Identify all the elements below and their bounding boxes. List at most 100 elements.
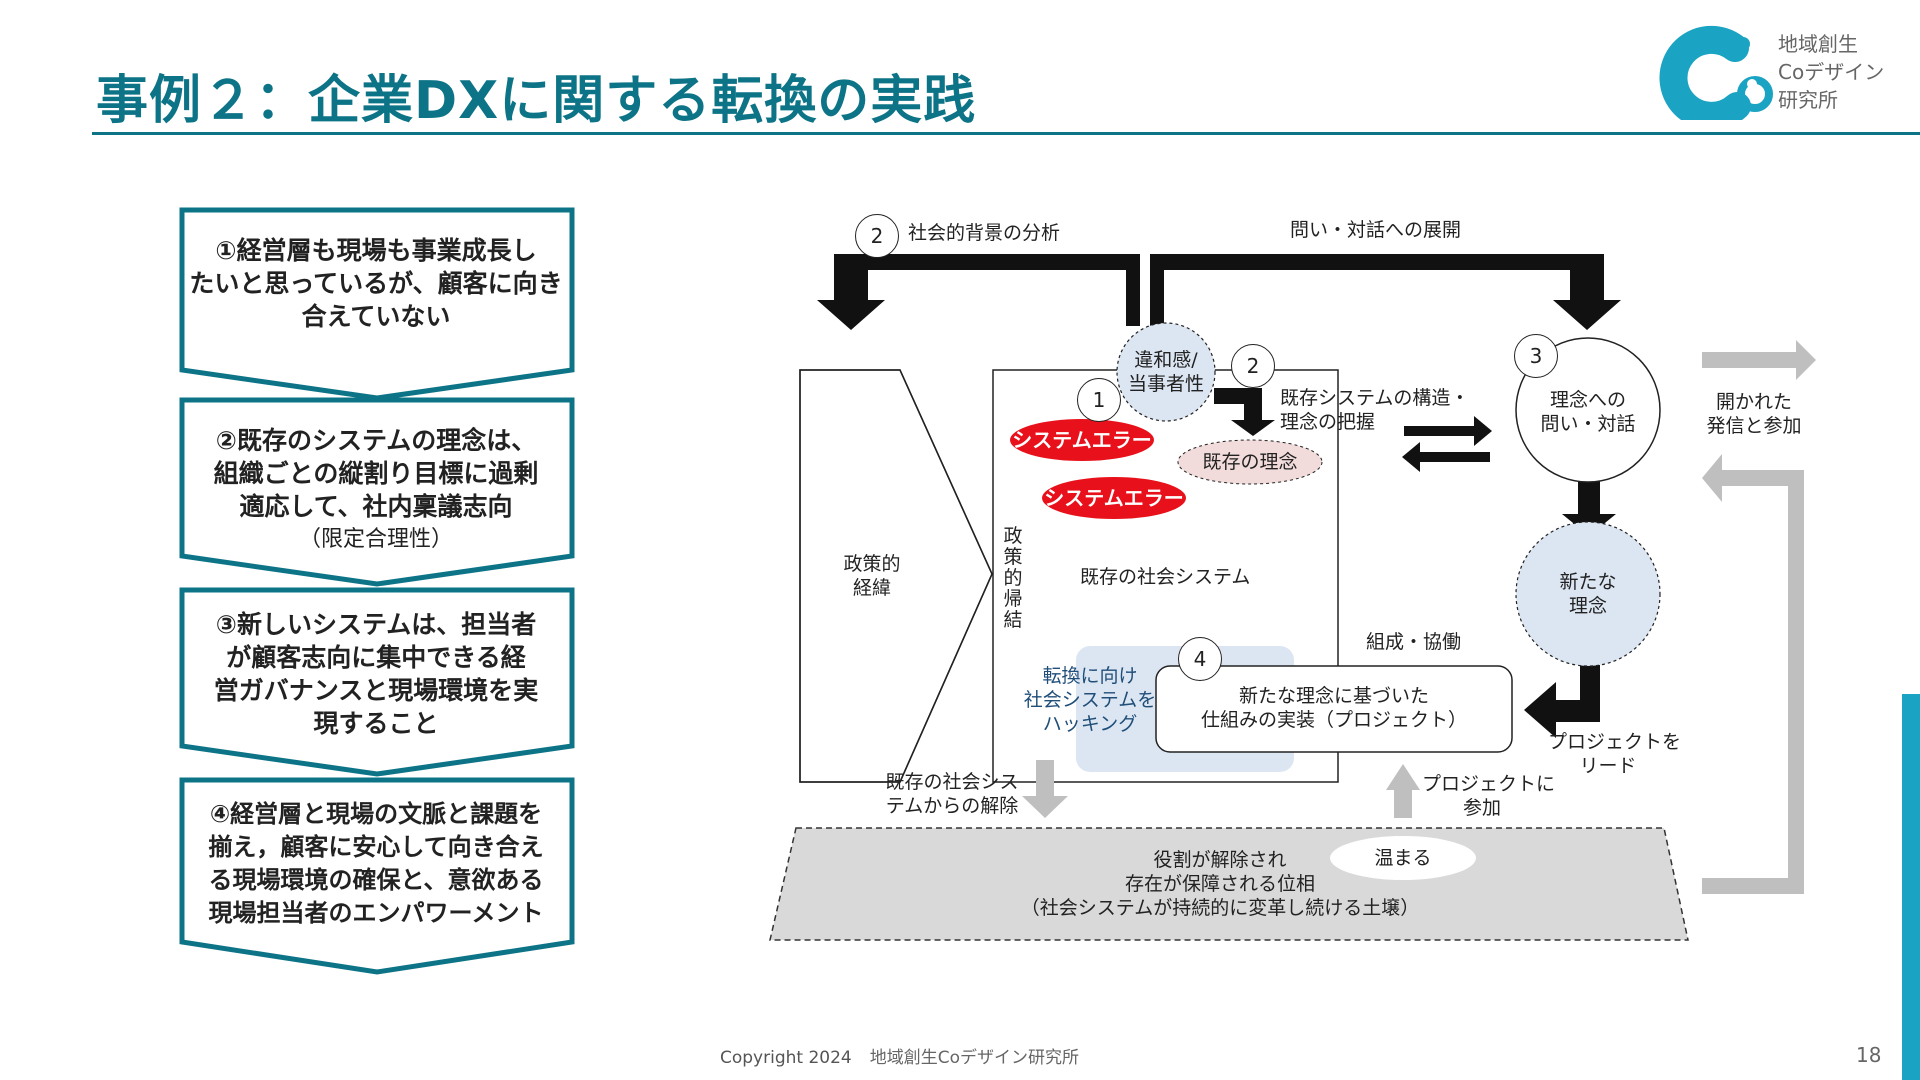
step-number-4-badge: 4 [1178, 637, 1222, 681]
base-label: 役割が解除され 存在が保障される位相 （社会システムが持続的に変革し続ける土壌） [980, 848, 1460, 920]
base-line: 存在が保障される位相 [1124, 873, 1315, 895]
step-number-2-badge: 2 [855, 214, 899, 258]
existing-social-system-label: 既存の社会システム [1080, 566, 1251, 588]
step-box-2 [179, 397, 575, 587]
implementation-line: 新たな理念に基づいた [1238, 685, 1429, 707]
step-box-4 [179, 777, 575, 975]
implementation-label: 新たな理念に基づいた 仕組みの実装（プロジェクト） [1156, 684, 1512, 732]
arrow-join [1386, 764, 1420, 790]
step-text-2: ②既存のシステムの理念は、 組織ごとの縦割り目標に過剰 適応して、社内稟議志向 … [180, 424, 572, 556]
base-line: （社会システムが持続的に変革し続ける土壌） [1020, 897, 1420, 919]
lead-project-line: リード [1579, 755, 1637, 777]
policy-history-label: 政策的 経緯 [822, 552, 922, 600]
page-number: 18 [1856, 1043, 1882, 1067]
open-participation-line: 発信と参加 [1706, 415, 1802, 437]
step-line: る現場環境の確保と、意欲ある [208, 866, 544, 894]
step-line: ②既存のシステムの理念は、 [215, 426, 537, 455]
lead-project-label: プロジェクトを リード [1548, 730, 1682, 778]
logo-name-line: Coデザイン [1778, 60, 1885, 84]
open-participation-line: 開かれた [1715, 391, 1792, 413]
policy-history-line: 経緯 [852, 577, 891, 599]
join-project-line: プロジェクトに [1422, 773, 1556, 795]
step-line: 営ガバナンスと現場環境を実 [213, 676, 539, 705]
policy-history-line: 政策的 [843, 553, 901, 575]
release-label: 既存の社会シス テムからの解除 [872, 770, 1032, 818]
footer: Copyright 2024 地域創生Coデザイン研究所 [720, 1043, 1079, 1068]
org-collab-label: 組成・協働 [1366, 631, 1462, 653]
step-line: 現すること [313, 709, 439, 738]
release-line: テムからの解除 [885, 795, 1019, 817]
hacking-line: 転換に向け [1042, 665, 1138, 687]
step-line: 適応して、社内稟議志向 [239, 492, 513, 521]
discomfort-line: 当事者性 [1127, 373, 1204, 395]
logo-icon [1659, 25, 1773, 120]
new-ideal-circle [1515, 521, 1661, 667]
structure-grasp-label: 既存システムの構造・ 理念の把握 [1280, 386, 1469, 434]
join-project-line: 参加 [1462, 797, 1501, 819]
logo-name-line: 研究所 [1778, 88, 1838, 112]
hacking-line: 社会システムを [1023, 689, 1157, 711]
existing-ideal-ellipse [1177, 439, 1323, 485]
system-error-badge: システムエラー [1042, 477, 1186, 519]
structure-grasp-line: 理念の把握 [1280, 411, 1376, 433]
accent-bar [1902, 694, 1920, 1080]
step-boxes [179, 207, 575, 975]
open-participation-label: 開かれた 発信と参加 [1694, 390, 1814, 438]
arrow-to-existing-ideal [1214, 388, 1275, 436]
step-number-1-badge: 1 [1077, 378, 1121, 422]
step-line: ④経営層と現場の文脈と課題を [209, 800, 543, 828]
implementation-line: 仕組みの実装（プロジェクト） [1200, 709, 1467, 731]
title-divider [92, 132, 1920, 135]
step-line: ③新しいシステムは、担当者 [215, 610, 537, 639]
step-line: たいと思っているが、顧客に向き [189, 269, 563, 298]
existing-ideal-label: 既存の理念 [1202, 451, 1298, 473]
logo-name: 地域創生 Coデザイン 研究所 [1778, 30, 1884, 114]
step-box-1 [179, 207, 575, 401]
ideal-question-label: 理念への 問い・対話 [1528, 388, 1648, 436]
arrow-release [1022, 760, 1068, 818]
arrow-to-new-ideal [1562, 478, 1616, 536]
arrow-open-right [1702, 340, 1816, 380]
system-error-badge: システムエラー [1010, 419, 1154, 461]
step-subtext: （限定合理性） [298, 527, 453, 552]
discomfort-circle [1116, 322, 1216, 422]
footer-org: 地域創生Coデザイン研究所 [869, 1048, 1080, 1068]
policy-result-label: 政策的帰結 [1003, 525, 1023, 631]
warm-ellipse [1330, 836, 1476, 880]
copyright-text: Copyright 2024 [720, 1048, 852, 1068]
hacking-label: 転換に向け 社会システムを ハッキング [1006, 664, 1174, 736]
step-line: 揃え，顧客に安心して向き合え [208, 833, 544, 861]
step-text-3: ③新しいシステムは、担当者 が顧客志向に集中できる経 営ガバナンスと現場環境を実… [180, 608, 572, 740]
release-line: 既存の社会シス [885, 771, 1019, 793]
step-line: 合えていない [301, 302, 451, 331]
warm-label: 温まる [1374, 847, 1432, 869]
arrow-right [1404, 416, 1492, 446]
arrow-to-question [1150, 254, 1621, 330]
new-ideal-line: 理念 [1568, 595, 1607, 617]
logo-name-line: 地域創生 [1778, 32, 1858, 56]
step-text-4: ④経営層と現場の文脈と課題を 揃え，顧客に安心して向き合え る現場環境の確保と、… [180, 798, 572, 930]
social-background-label: 社会的背景の分析 [908, 222, 1061, 244]
discomfort-line: 違和感/ [1134, 349, 1198, 371]
step-line: が顧客志向に集中できる経 [226, 643, 526, 672]
new-ideal-label: 新たな 理念 [1528, 570, 1648, 618]
arrow-loop-back [1702, 454, 1804, 894]
page-title: 事例２：企業DXに関する転換の実践 [96, 71, 977, 131]
step-text-1: ①経営層も現場も事業成長し たいと思っているが、顧客に向き 合えていない [180, 234, 572, 333]
discomfort-label: 違和感/ 当事者性 [1116, 348, 1216, 396]
arrow-to-history [817, 254, 1140, 330]
step-number-3-badge: 3 [1514, 334, 1558, 378]
join-project-label: プロジェクトに 参加 [1422, 772, 1556, 820]
arrow-left [1402, 442, 1490, 472]
base-line: 役割が解除され [1153, 849, 1287, 871]
structure-grasp-line: 既存システムの構造・ [1280, 387, 1470, 409]
hacking-line: ハッキング [1042, 713, 1138, 735]
implementation-box [1155, 665, 1513, 753]
question-dialogue-expand-label: 問い・対話への展開 [1290, 219, 1462, 241]
step-number-2-badge: 2 [1231, 344, 1275, 388]
new-ideal-line: 新たな [1559, 571, 1617, 593]
ideal-question-line: 問い・対話 [1540, 413, 1636, 435]
ideal-question-line: 理念への [1549, 389, 1626, 411]
lead-project-line: プロジェクトを [1548, 731, 1682, 753]
step-line: 現場担当者のエンパワーメント [208, 899, 544, 927]
